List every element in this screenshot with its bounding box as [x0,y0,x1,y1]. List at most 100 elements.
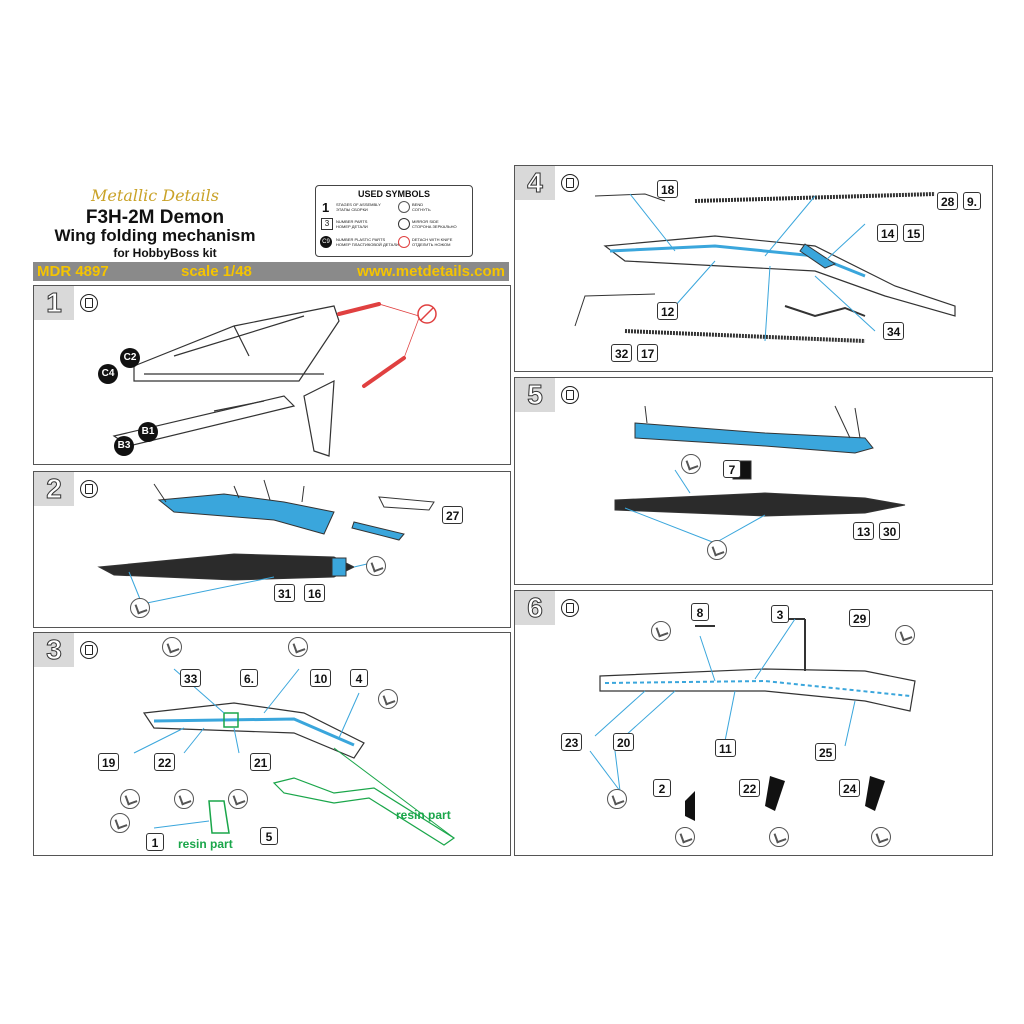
mirror-icon [80,641,98,659]
part-number: 28 [937,192,959,210]
part-number: 23 [561,733,583,751]
stages-en: STAGES OF ASSEMBLY [336,202,381,207]
bend-icon [130,598,150,618]
bend-icon [681,454,701,474]
part-number: 33 [180,669,202,687]
mirror-icon [561,174,579,192]
bend-icon [871,827,891,847]
step-1-panel: 1 C2 C4 B1 B3 [33,285,511,465]
mirror-icon [561,386,579,404]
step-5-panel: 5 7 13 30 [514,377,993,585]
bend-icon [110,813,130,833]
part-number: 4 [350,669,368,687]
step-2-panel: 2 27 31 16 [33,471,511,628]
part-number: 7 [723,460,741,478]
part-number: 24 [839,779,861,797]
part-number: 17 [637,344,659,362]
stage-symbol: 1 [322,200,330,215]
bend-icon [895,625,915,645]
number-parts-en: NUMBER PARTS [336,219,368,224]
bend-icon [288,637,308,657]
step-3-drawing [133,668,456,846]
bend-icon [769,827,789,847]
page-title: F3H-2M Demon [85,207,225,228]
kit-note: for HobbyBoss kit [113,246,217,260]
bend-icon [398,201,410,213]
product-code: MDR 4897 [37,263,109,280]
step-3-panel: 3 33 6. 10 4 19 22 21 1 5 resin part res… [33,632,511,856]
step-2-drawing [97,479,435,605]
part-number: 14 [877,224,899,242]
page-subtitle: Wing folding mechanism [54,226,256,245]
mirror-icon [561,599,579,617]
symbols-title: USED SYMBOLS [357,189,430,199]
part-number: 22 [154,753,176,771]
bend-icon [607,789,627,809]
bend-icon [378,689,398,709]
part-number: 9. [963,192,982,210]
resin-part-label: resin part [178,837,233,851]
mirror-icon [80,294,98,312]
part-number: 1 [146,833,164,851]
part-number: 27 [442,506,464,524]
part-number: 8 [691,603,709,621]
plastic-en: NUMBER PLASTIC PARTS [336,237,386,242]
part-number: 18 [657,180,679,198]
bend-icon [120,789,140,809]
bend-en: BEND [412,202,424,207]
part-number: 20 [613,733,635,751]
part-number: 12 [657,302,679,320]
part-number: 5 [260,827,278,845]
knife-en: DETACH WITH KNIFE [412,237,453,242]
part-number: 34 [883,322,905,340]
part-number: 3 [771,605,789,623]
plastic-part-label: C4 [98,364,118,384]
bend-icon [162,637,182,657]
part-number: 29 [849,609,871,627]
part-number: 31 [274,584,296,602]
bend-icon [707,540,727,560]
info-bar: MDR 4897 scale 1/48 www.metdetails.com [33,262,509,281]
number-parts-ru: НОМЕР ДЕТАЛИ [336,224,368,229]
resin-part-label: resin part [396,808,451,822]
step-number: 1 [34,286,74,320]
scale-label: scale 1/48 [181,263,252,280]
part-number: 16 [304,584,326,602]
mirror-en: MIRROR SIDE [412,219,439,224]
step-6-drawing [589,618,916,821]
part-number: 10 [310,669,332,687]
part-number: 32 [611,344,633,362]
plastic-part-label: B1 [138,422,158,442]
part-number: 30 [879,522,901,540]
bend-icon [651,621,671,641]
step-number: 4 [515,166,555,200]
step-5-drawing [614,405,906,544]
stages-ru: ЭТАПЫ СБОРКИ [336,207,368,212]
plastic-part-label: C2 [120,348,140,368]
mirror-icon [80,480,98,498]
knife-icon [398,236,410,248]
part-symbol: 3 [321,218,333,230]
bend-icon [366,556,386,576]
knife-ru: ОТДЕЛИТЬ НОЖОМ [412,242,451,247]
part-number: 19 [98,753,120,771]
plastic-symbol: C9 [320,236,332,248]
part-number: 2 [653,779,671,797]
part-number: 6. [240,669,259,687]
part-number: 21 [250,753,272,771]
step-6-panel: 6 8 3 29 23 20 11 25 2 22 24 [514,590,993,856]
mirror-icon [398,218,410,230]
bend-icon [174,789,194,809]
plastic-part-label: B3 [114,436,134,456]
mirror-ru: СТОРОНА ЗЕРКАЛЬНО [412,224,457,229]
website-link[interactable]: www.metdetails.com [357,263,505,280]
step-number: 5 [515,378,555,412]
bend-icon [228,789,248,809]
bend-icon [675,827,695,847]
part-number: 13 [853,522,875,540]
step-number: 2 [34,472,74,506]
step-4-drawing [574,192,956,343]
part-number: 25 [815,743,837,761]
step-number: 6 [515,591,555,625]
step-4-panel: 4 18 28 9. 14 15 12 34 32 17 [514,165,993,372]
